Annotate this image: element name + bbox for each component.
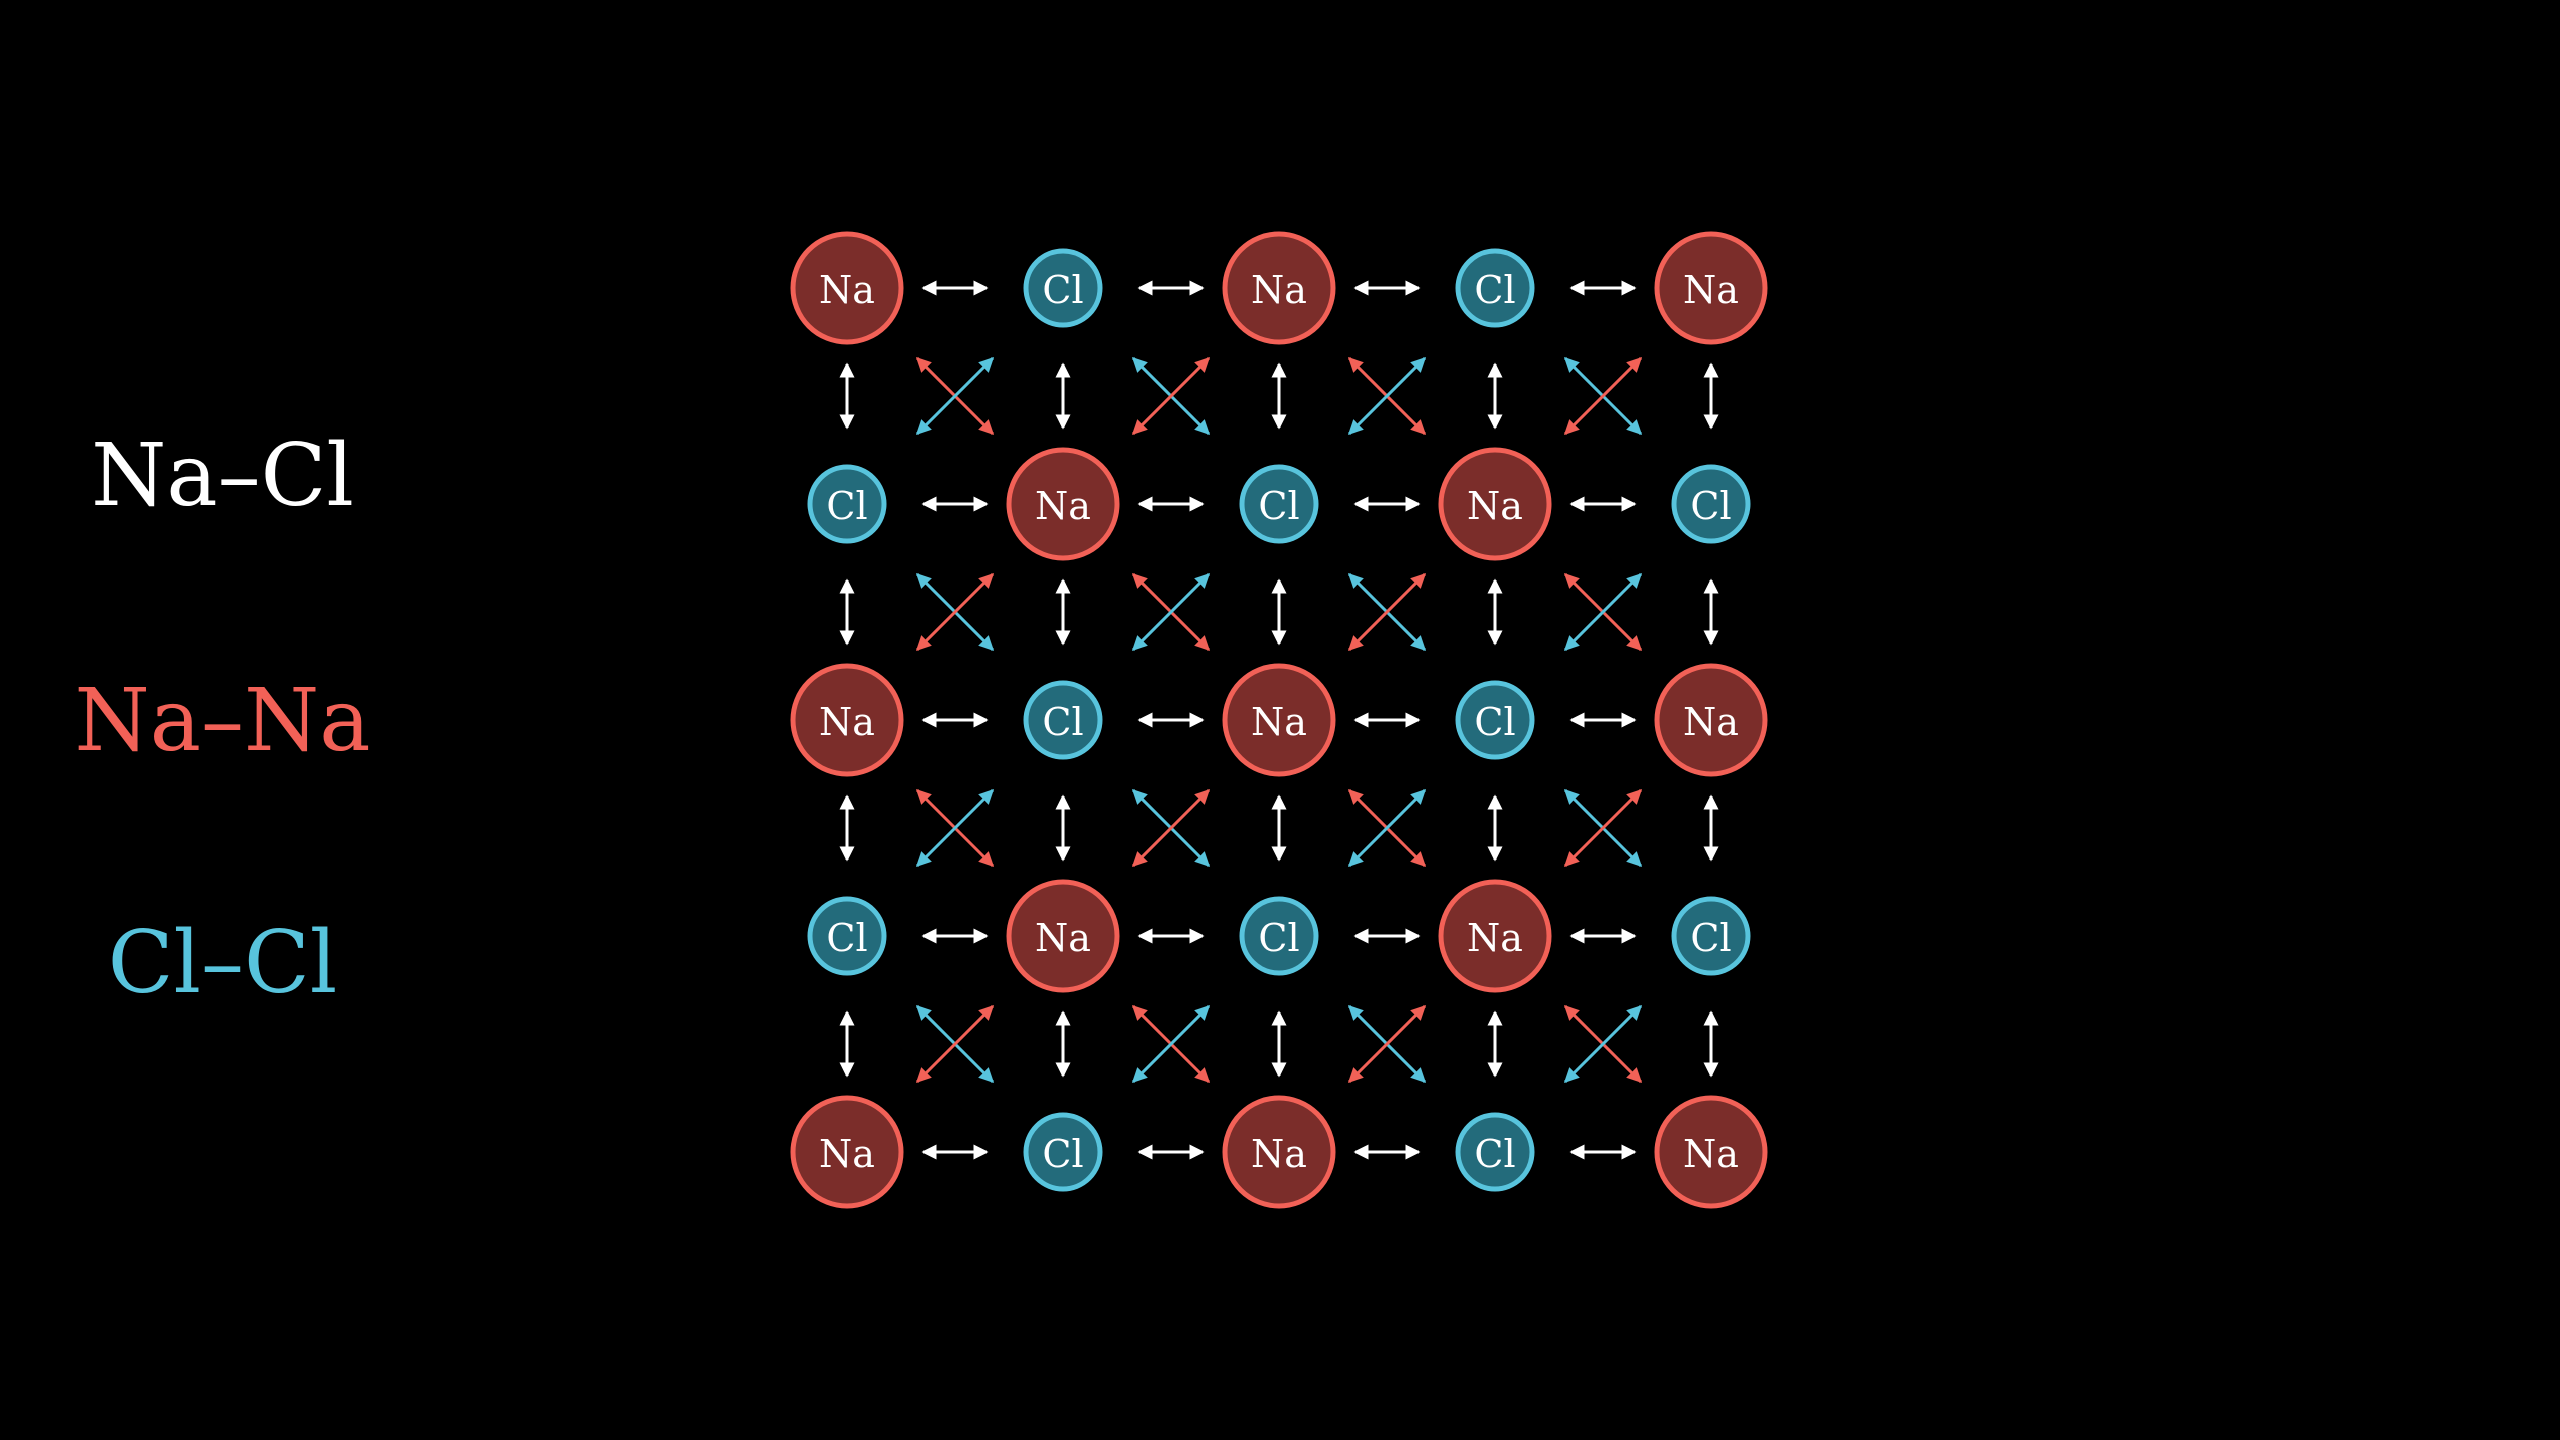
- na-atom-circle: [1222, 1095, 1336, 1209]
- na-atom-label: Na: [819, 700, 875, 744]
- na-atom-circle: [1654, 663, 1768, 777]
- na-na-arrow: [1563, 356, 1643, 436]
- cl-atom: Cl: [1023, 1112, 1103, 1192]
- na-atom-circle: [1006, 879, 1120, 993]
- na-atom-circle: [1654, 1095, 1768, 1209]
- cl-cl-arrow: [915, 356, 995, 436]
- cl-atom-circle: [1239, 464, 1319, 544]
- na-atom-circle: [790, 663, 904, 777]
- cl-atom-circle: [807, 464, 887, 544]
- na-atom: Na: [1222, 1095, 1336, 1209]
- na-atom: Na: [790, 663, 904, 777]
- cl-atom: Cl: [1455, 1112, 1535, 1192]
- na-atom-circle: [1438, 879, 1552, 993]
- cl-atom: Cl: [1239, 896, 1319, 976]
- na-na-arrow: [915, 572, 995, 652]
- cl-atom: Cl: [1239, 464, 1319, 544]
- cl-atom-label: Cl: [826, 916, 867, 960]
- cl-atom: Cl: [1023, 248, 1103, 328]
- na-atom-label: Na: [1467, 916, 1523, 960]
- cl-atom-circle: [807, 896, 887, 976]
- cl-atom-circle: [1671, 464, 1751, 544]
- cl-atom: Cl: [1023, 680, 1103, 760]
- na-atom-circle: [1654, 231, 1768, 345]
- cl-atom-circle: [1671, 896, 1751, 976]
- na-na-arrow: [1347, 1004, 1427, 1084]
- cl-atom-circle: [1239, 896, 1319, 976]
- na-atom-label: Na: [1251, 1132, 1307, 1176]
- na-atom-circle: [1222, 231, 1336, 345]
- na-na-arrow: [1347, 572, 1427, 652]
- cl-cl-arrow: [915, 788, 995, 868]
- na-na-arrow: [1131, 788, 1211, 868]
- na-atom-circle: [1006, 447, 1120, 561]
- na-atom-label: Na: [1467, 484, 1523, 528]
- cl-atom-label: Cl: [1474, 700, 1515, 744]
- na-atom: Na: [1438, 879, 1552, 993]
- cl-cl-arrow: [1347, 788, 1427, 868]
- na-atom-label: Na: [1683, 268, 1739, 312]
- na-atom-circle: [790, 231, 904, 345]
- cl-cl-arrow: [1131, 1004, 1211, 1084]
- na-atom-label: Na: [1251, 700, 1307, 744]
- cl-atom-circle: [1023, 680, 1103, 760]
- na-atom-label: Na: [1035, 484, 1091, 528]
- cl-atom-label: Cl: [1258, 916, 1299, 960]
- na-atom: Na: [1654, 231, 1768, 345]
- na-atom-label: Na: [819, 1132, 875, 1176]
- na-atom-label: Na: [1035, 916, 1091, 960]
- cl-atom: Cl: [1671, 464, 1751, 544]
- legend-na-cl: Na–Cl: [91, 426, 354, 526]
- cl-cl-arrow: [1563, 572, 1643, 652]
- cl-atom-label: Cl: [1042, 268, 1083, 312]
- cl-atom-circle: [1023, 1112, 1103, 1192]
- na-na-arrow: [1563, 788, 1643, 868]
- na-atom-label: Na: [1683, 700, 1739, 744]
- cl-atom-circle: [1455, 680, 1535, 760]
- cl-atom-label: Cl: [1042, 1132, 1083, 1176]
- na-atom-label: Na: [819, 268, 875, 312]
- cl-atom-circle: [1023, 248, 1103, 328]
- cl-cl-arrow: [1131, 572, 1211, 652]
- cl-atom-label: Cl: [1042, 700, 1083, 744]
- cl-atom: Cl: [1455, 680, 1535, 760]
- cl-atom-label: Cl: [1258, 484, 1299, 528]
- na-atom: Na: [1222, 231, 1336, 345]
- na-atom: Na: [790, 1095, 904, 1209]
- na-atom: Na: [790, 231, 904, 345]
- cl-atom: Cl: [807, 464, 887, 544]
- cl-atom-label: Cl: [1474, 268, 1515, 312]
- cl-atom: Cl: [1455, 248, 1535, 328]
- na-na-arrow: [1131, 356, 1211, 436]
- na-atom-circle: [1222, 663, 1336, 777]
- cl-atom: Cl: [807, 896, 887, 976]
- cl-atom: Cl: [1671, 896, 1751, 976]
- na-atom-label: Na: [1251, 268, 1307, 312]
- cl-cl-arrow: [1347, 356, 1427, 436]
- na-atom: Na: [1654, 1095, 1768, 1209]
- na-atom: Na: [1438, 447, 1552, 561]
- legend-cl-cl: Cl–Cl: [107, 913, 338, 1013]
- cl-atom-label: Cl: [1690, 916, 1731, 960]
- na-atom-circle: [1438, 447, 1552, 561]
- cl-cl-arrow: [1563, 1004, 1643, 1084]
- na-atom: Na: [1222, 663, 1336, 777]
- cl-atom-label: Cl: [826, 484, 867, 528]
- na-na-arrow: [915, 1004, 995, 1084]
- cl-atom-circle: [1455, 248, 1535, 328]
- na-atom: Na: [1006, 447, 1120, 561]
- legend-na-na: Na–Na: [74, 671, 371, 771]
- cl-atom-label: Cl: [1474, 1132, 1515, 1176]
- na-atom: Na: [1654, 663, 1768, 777]
- na-atom-label: Na: [1683, 1132, 1739, 1176]
- cl-atom-label: Cl: [1690, 484, 1731, 528]
- cl-atom-circle: [1455, 1112, 1535, 1192]
- na-atom: Na: [1006, 879, 1120, 993]
- na-atom-circle: [790, 1095, 904, 1209]
